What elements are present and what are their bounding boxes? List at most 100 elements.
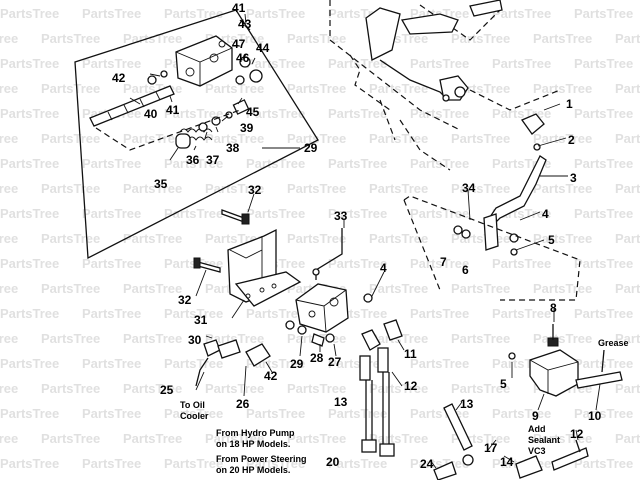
callout-46: 46 — [236, 51, 250, 65]
watermark-text: PartsTree — [205, 381, 264, 396]
watermark-text: PartsTree — [123, 331, 182, 346]
note-sealant-2: Sealant — [528, 435, 560, 445]
watermark-text: PartsTree — [82, 256, 141, 271]
callout-45: 45 — [246, 105, 260, 119]
callout-13b: 13 — [460, 397, 474, 411]
watermark-text: PartsTree — [82, 406, 141, 421]
watermark-text: PartsTree — [0, 106, 59, 121]
note-power-1: From Power Steering — [216, 454, 307, 464]
watermark-text: PartsTree — [369, 181, 428, 196]
watermark-text: PartsTree — [533, 81, 592, 96]
watermark-text: PartsTree — [328, 106, 387, 121]
watermark-text: PartsTree — [82, 456, 141, 471]
watermark-text: PartsTree — [328, 206, 387, 221]
watermark-text: PartsTree — [287, 431, 346, 446]
watermark-text: PartsTree — [574, 206, 633, 221]
watermark-text: PartsTree — [287, 81, 346, 96]
watermark-text: PartsTree — [287, 231, 346, 246]
callout-43: 43 — [238, 17, 252, 31]
callout-39: 39 — [240, 121, 254, 135]
callout-17: 17 — [484, 441, 498, 455]
callout-4: 4 — [380, 261, 387, 275]
diagram-notes: To Oil Cooler From Hydro Pump on 18 HP M… — [180, 338, 629, 475]
watermark-text: PartsTree — [574, 6, 633, 21]
watermark-text: PartsTree — [0, 31, 18, 46]
watermark-text: PartsTree — [205, 81, 264, 96]
watermark-text: PartsTree — [0, 456, 59, 471]
watermark-text: PartsTree — [123, 431, 182, 446]
watermark-text: PartsTree — [492, 306, 551, 321]
watermark-text: PartsTree — [328, 256, 387, 271]
watermark-text: PartsTree — [82, 156, 141, 171]
watermark-text: PartsTree — [574, 406, 633, 421]
note-grease: Grease — [598, 338, 629, 348]
watermark-text: PartsTree — [123, 131, 182, 146]
note-power-2: on 20 HP Models. — [216, 465, 290, 475]
frame-structure — [329, 0, 561, 171]
watermark-text: PartsTree — [246, 156, 305, 171]
callout-9: 9 — [532, 409, 539, 423]
watermark-text: PartsTree — [615, 81, 640, 96]
watermark-text: PartsTree — [246, 456, 305, 471]
watermark-text: PartsTree — [451, 31, 510, 46]
watermark-text: PartsTree — [492, 6, 551, 21]
watermark-text: PartsTree — [164, 306, 223, 321]
watermark-text: PartsTree — [205, 131, 264, 146]
watermark-text: PartsTree — [164, 456, 223, 471]
callout-42b: 42 — [264, 369, 278, 383]
watermark-text: PartsTree — [328, 156, 387, 171]
watermark-text: PartsTree — [0, 181, 18, 196]
watermark-text: PartsTree — [0, 256, 59, 271]
watermark-text: PartsTree — [41, 281, 100, 296]
watermark-text: PartsTree — [328, 56, 387, 71]
watermark-text: PartsTree — [574, 56, 633, 71]
watermark-text: PartsTree — [328, 356, 387, 371]
watermark-text: PartsTree — [574, 156, 633, 171]
watermark-text: PartsTree — [451, 131, 510, 146]
watermark-text: PartsTree — [82, 206, 141, 221]
callout-27: 27 — [328, 355, 342, 369]
callout-1: 1 — [566, 97, 573, 111]
watermark-text: PartsTree — [0, 206, 59, 221]
callout-12b: 12 — [570, 427, 584, 441]
callout-25: 25 — [160, 383, 174, 397]
watermark-text: PartsTree — [0, 356, 59, 371]
watermark-text: PartsTree — [451, 181, 510, 196]
watermark-text: PartsTree — [615, 281, 640, 296]
callout-numbers: 41 43 47 44 46 42 41 40 45 39 38 37 36 3… — [112, 1, 602, 471]
callout-6: 6 — [462, 263, 469, 277]
callout-47: 47 — [232, 37, 246, 51]
watermark-text: PartsTree — [451, 331, 510, 346]
watermark-text: PartsTree — [205, 431, 264, 446]
callout-32: 32 — [248, 183, 262, 197]
watermark-text: PartsTree — [246, 206, 305, 221]
callout-32b: 32 — [178, 293, 192, 307]
watermark-text: PartsTree — [369, 331, 428, 346]
watermark-text: PartsTree — [533, 231, 592, 246]
watermark-text: PartsTree — [410, 256, 469, 271]
watermark-text: PartsTree — [41, 381, 100, 396]
watermark-text: PartsTree — [82, 6, 141, 21]
watermark-text: PartsTree — [82, 306, 141, 321]
watermark-text: PartsTree — [0, 331, 18, 346]
watermark-text: PartsTree — [451, 381, 510, 396]
watermark-text: PartsTree — [82, 56, 141, 71]
watermark-text: PartsTree — [369, 231, 428, 246]
watermark-text: PartsTree — [164, 106, 223, 121]
watermark-text: PartsTree — [123, 231, 182, 246]
watermark-text: PartsTree — [369, 381, 428, 396]
watermark-text: PartsTree — [615, 181, 640, 196]
lower-right-parts — [429, 308, 623, 480]
watermark-text: PartsTree — [41, 231, 100, 246]
watermark-text: PartsTree — [246, 306, 305, 321]
watermark-text: PartsTree — [41, 331, 100, 346]
watermark-text: PartsTree — [0, 381, 18, 396]
callout-41b: 41 — [166, 103, 180, 117]
watermark-text: PartsTree — [615, 431, 640, 446]
watermark-text: PartsTree — [492, 256, 551, 271]
callout-14: 14 — [500, 455, 514, 469]
watermark-text: PartsTree — [615, 31, 640, 46]
